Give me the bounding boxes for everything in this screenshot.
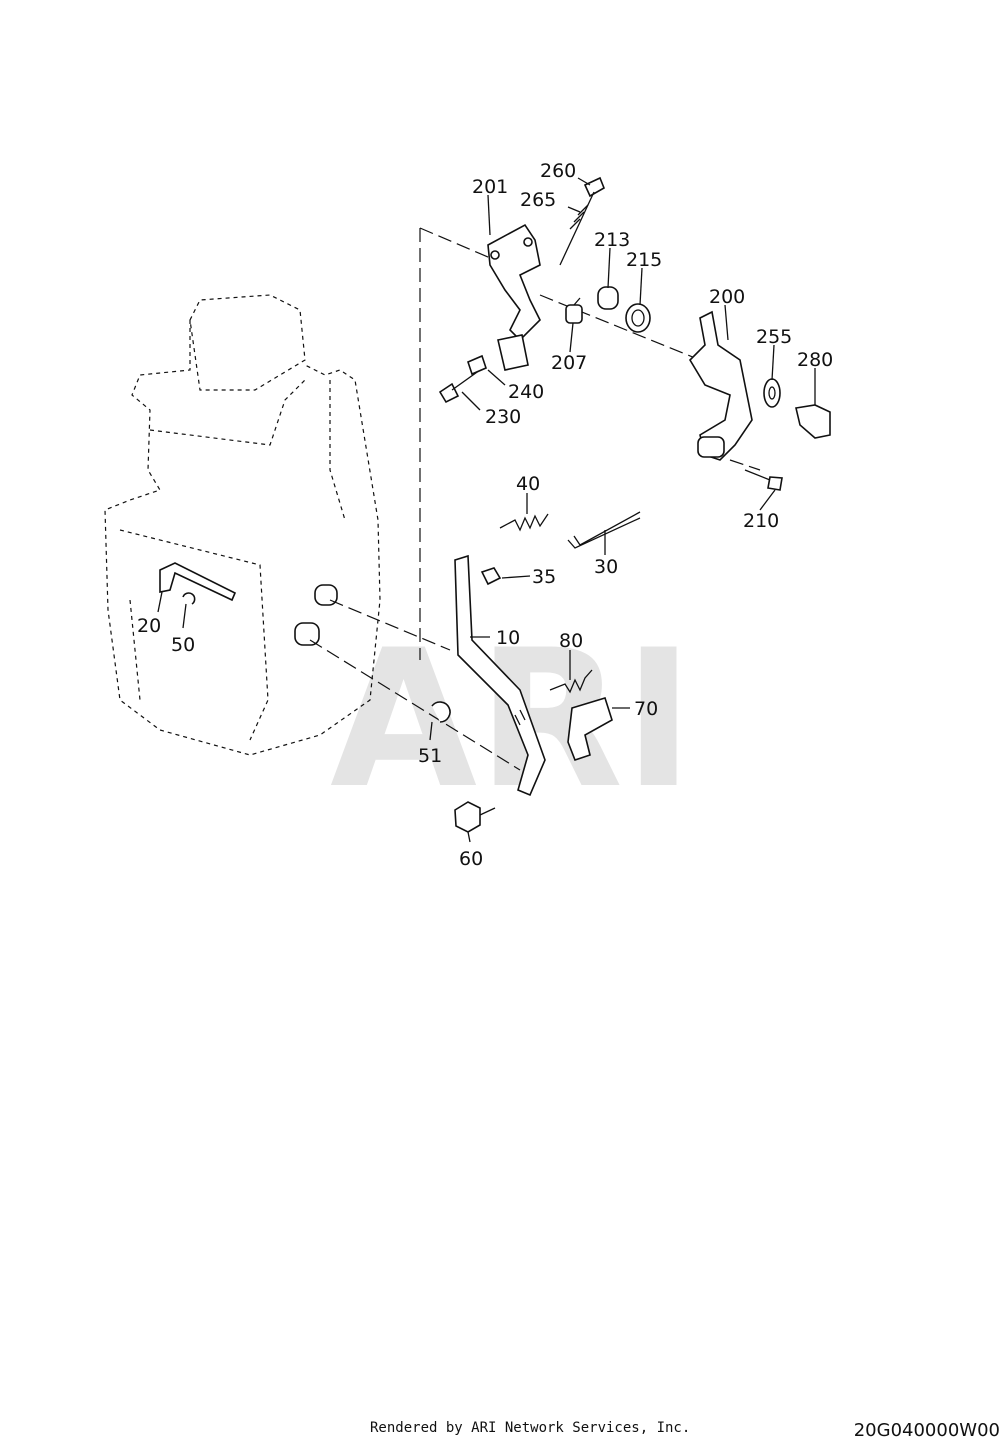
lever-10 xyxy=(454,554,546,797)
callout-10: 10 xyxy=(496,627,520,649)
arm-200 xyxy=(688,310,753,461)
callout-200: 200 xyxy=(709,286,745,308)
engine-block xyxy=(104,294,381,756)
leader-lines xyxy=(157,177,816,843)
washer-255 xyxy=(763,378,781,408)
collar-213 xyxy=(597,286,619,310)
callout-80: 80 xyxy=(559,630,583,652)
callout-201: 201 xyxy=(472,176,508,198)
callout-213: 213 xyxy=(594,229,630,251)
callout-30: 30 xyxy=(594,556,618,578)
nut-35 xyxy=(480,567,502,586)
clip-51 xyxy=(431,701,451,723)
bracket-201 xyxy=(487,223,541,371)
callout-20: 20 xyxy=(137,615,161,637)
spring-40 xyxy=(499,513,549,532)
bolt-207 xyxy=(565,297,583,324)
callouts: 260 265 201 213 215 200 255 280 207 240 … xyxy=(137,160,833,870)
rod-30 xyxy=(567,511,641,549)
plate-70 xyxy=(567,697,613,761)
footer-credit: Rendered by ARI Network Services, Inc. xyxy=(370,1420,691,1436)
callout-230: 230 xyxy=(485,406,521,428)
callout-265: 265 xyxy=(520,189,556,211)
callout-40: 40 xyxy=(516,473,540,495)
spring-215 xyxy=(625,303,651,333)
callout-50: 50 xyxy=(171,634,195,656)
bolt-210 xyxy=(744,469,783,491)
watermark: ARI xyxy=(330,609,694,830)
callout-280: 280 xyxy=(797,349,833,371)
screw-230 xyxy=(438,354,487,404)
governor-shaft xyxy=(159,562,237,605)
callout-210: 210 xyxy=(743,510,779,532)
callout-35: 35 xyxy=(532,566,556,588)
callout-51: 51 xyxy=(418,745,442,767)
diagram-code: 20G040000W00 xyxy=(853,1420,1000,1441)
callout-215: 215 xyxy=(626,249,662,271)
callout-240: 240 xyxy=(508,381,544,403)
bolt-260 xyxy=(559,176,606,266)
callout-70: 70 xyxy=(634,698,658,720)
spring-80 xyxy=(549,669,593,694)
callout-260: 260 xyxy=(540,160,576,182)
bolt-60 xyxy=(454,801,496,833)
callout-207: 207 xyxy=(551,352,587,374)
bolt-280 xyxy=(795,404,831,439)
callout-255: 255 xyxy=(756,326,792,348)
callout-60: 60 xyxy=(459,848,483,870)
